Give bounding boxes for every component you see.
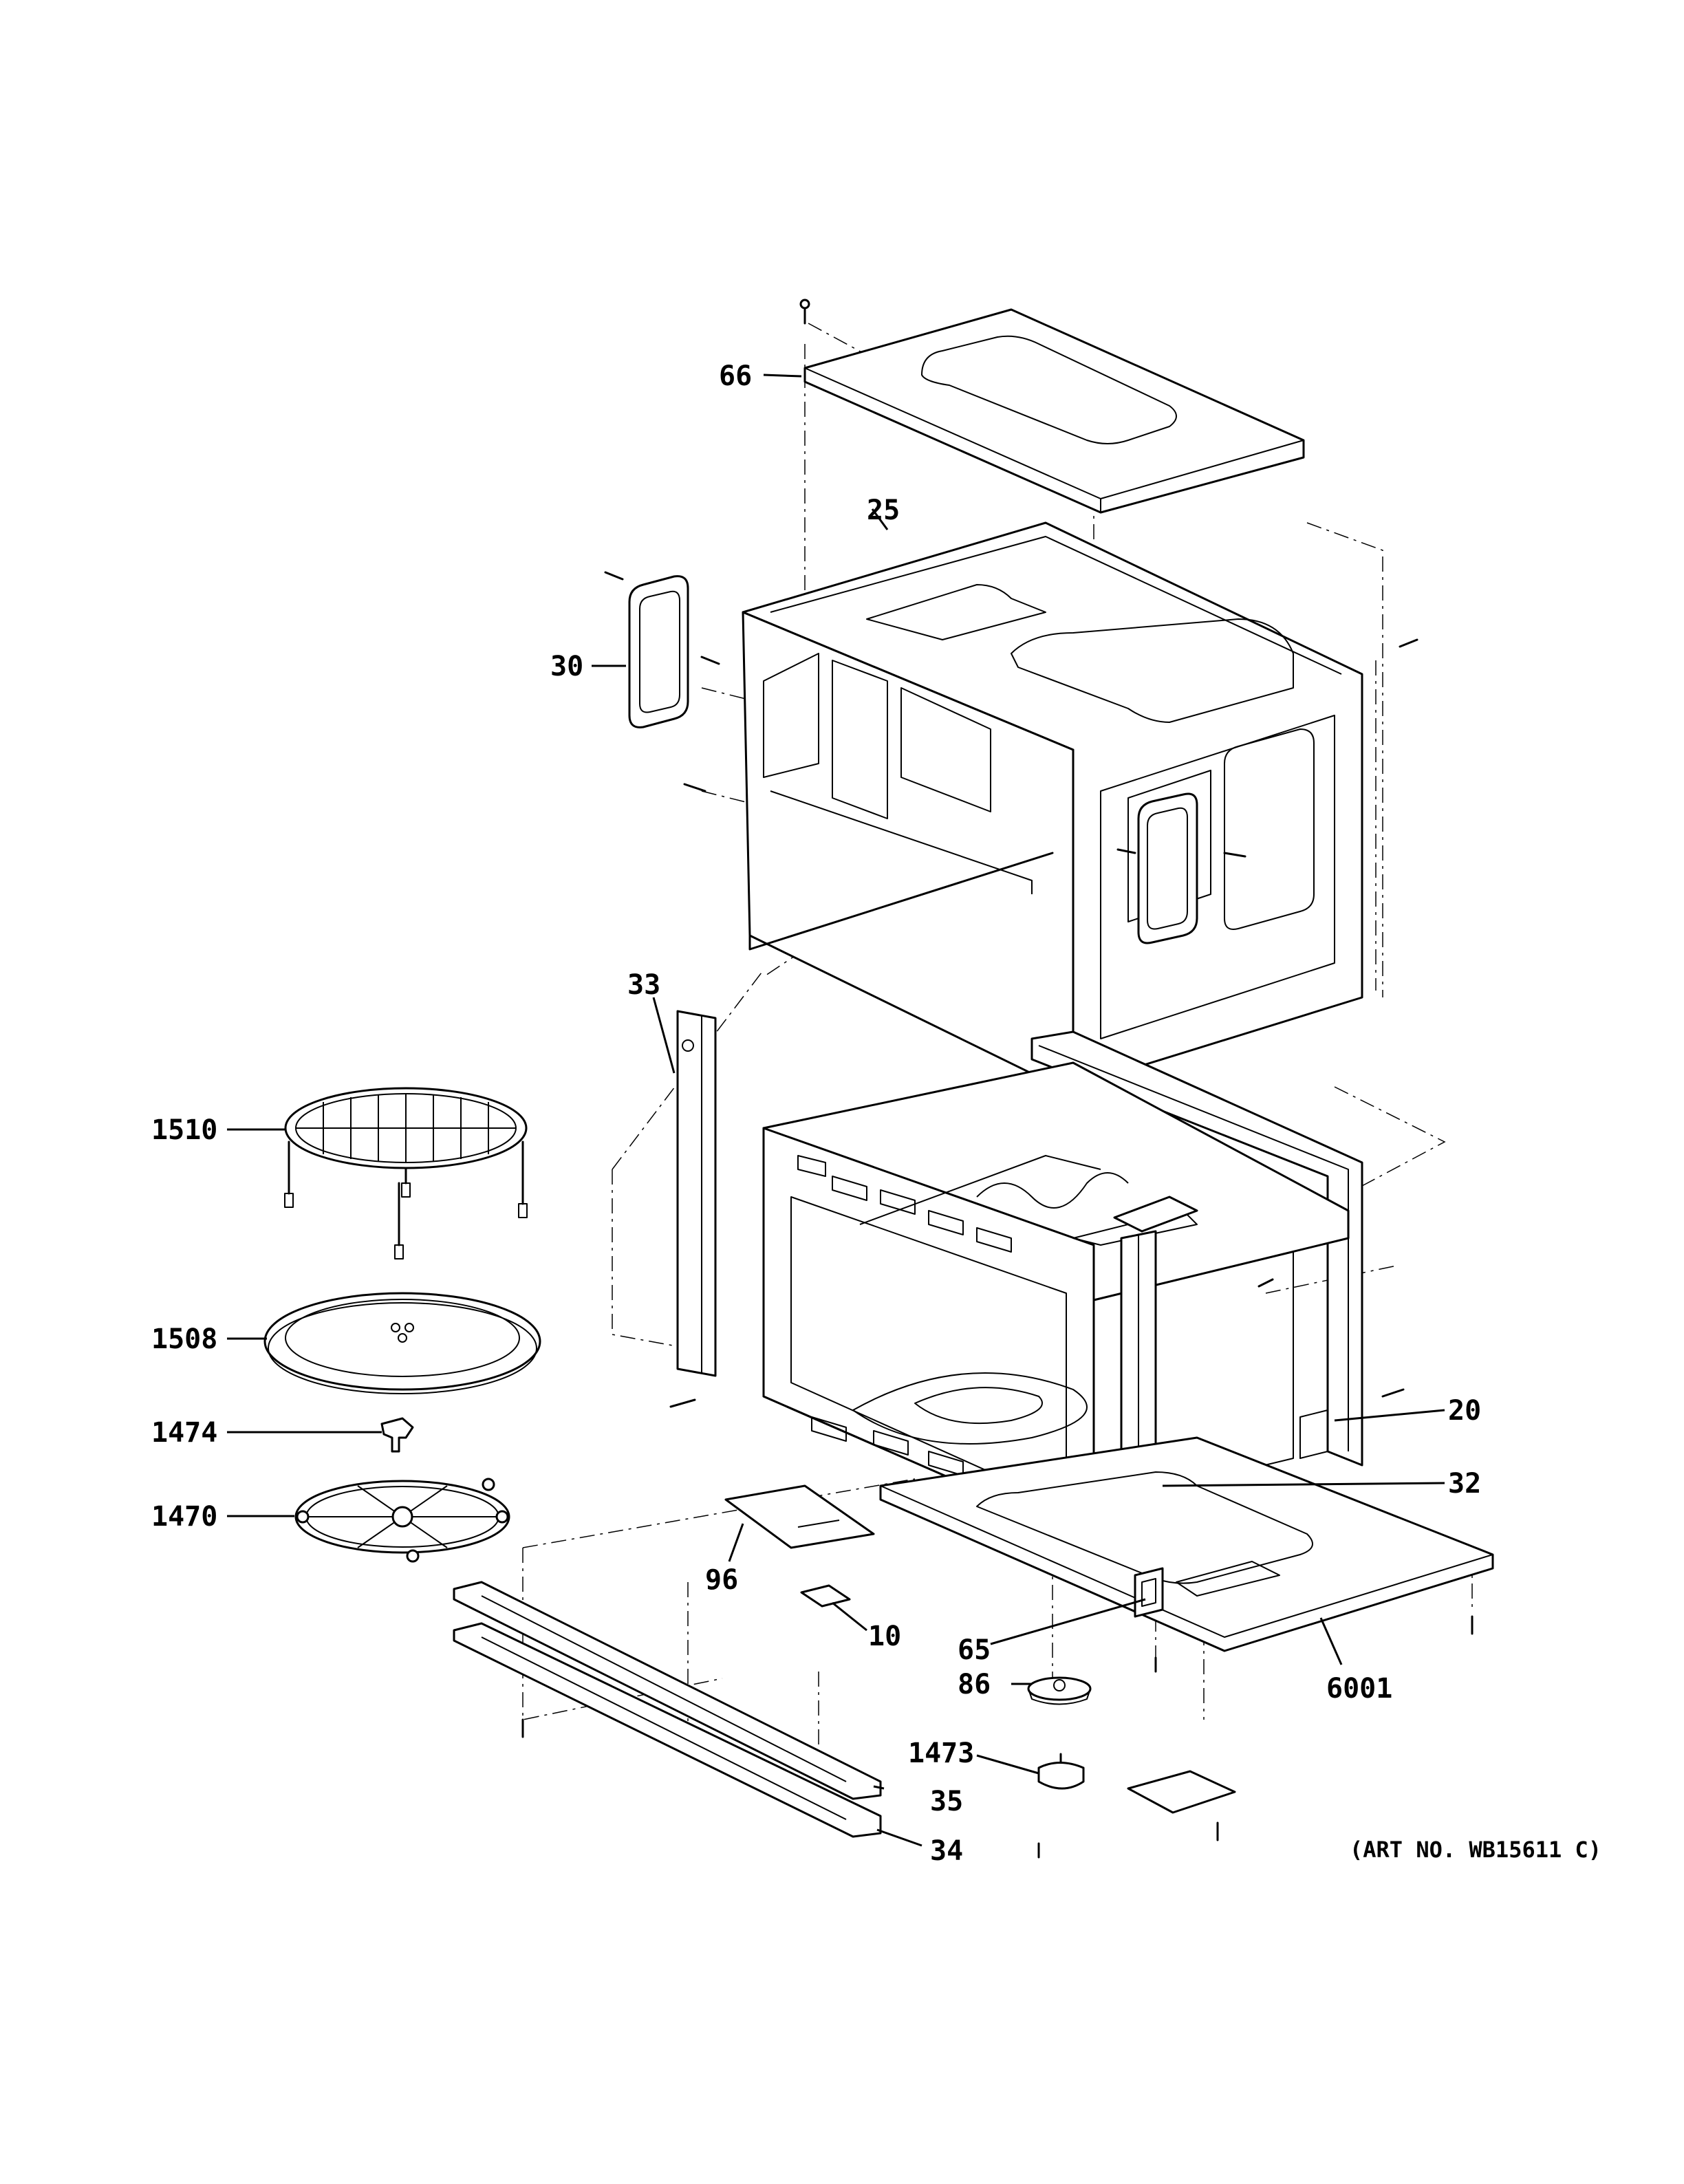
right-side-access-panel [1116,638,1418,944]
part-10-pad [800,1584,851,1608]
callout-35: 35 [930,1786,963,1817]
callout-25: 25 [867,495,900,526]
callout-10: 10 [868,1621,901,1652]
callout-20: 20 [1448,1395,1481,1427]
part-65-bracket [1134,1567,1164,1618]
oven-cavity-front-frame [762,1061,1350,1542]
callout-96: 96 [705,1564,738,1596]
part-35-trim-strip [453,1581,882,1800]
callout-1470: 1470 [151,1501,217,1533]
callout-leader-lines [227,374,1445,1847]
part-1508-turntable-tray [263,1292,541,1394]
callout-86: 86 [958,1669,991,1700]
part-1510-rack [284,1087,528,1259]
part-1473-turntable-motor [1037,1753,1085,1859]
part-25-outer-cabinet [742,521,1363,1095]
callout-1510: 1510 [151,1114,217,1146]
part-34-trim-strip [453,1622,882,1838]
callout-34: 34 [930,1835,963,1867]
part-33-side-bracket [669,1010,717,1408]
callout-33: 33 [627,969,660,1001]
part-96-cover-plate [724,1484,875,1549]
callout-labels: 66 25 30 33 1510 1508 1474 1470 20 32 96… [151,360,1601,1867]
part-30-waveguide-cover [604,571,720,792]
callout-32: 32 [1448,1468,1481,1500]
part-66-top-panel [799,299,1305,514]
callout-30: 30 [550,651,583,682]
art-number-label: (ART NO. WB15611 C) [1350,1837,1601,1863]
callout-65: 65 [958,1634,991,1666]
callout-66: 66 [719,360,752,392]
part-1474-coupler [380,1417,414,1453]
callout-1508: 1508 [151,1323,217,1355]
part-1470-roller-ring [294,1478,510,1563]
callout-1473: 1473 [908,1738,974,1769]
part-86-motor-cover [1027,1676,1092,1705]
motor-bracket-plate [1127,1770,1236,1841]
callout-6001: 6001 [1326,1673,1392,1705]
part-6001-bottom-plate [879,1436,1494,1673]
callout-1474: 1474 [151,1417,217,1449]
